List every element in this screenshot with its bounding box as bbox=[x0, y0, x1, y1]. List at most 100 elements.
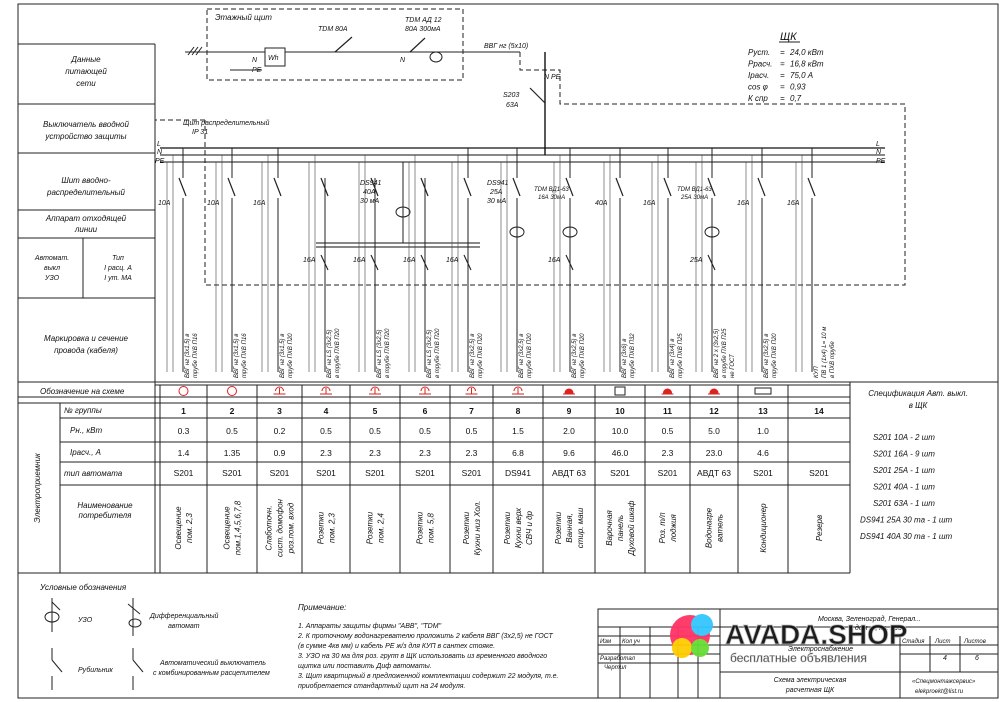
group-breaker-type: S201 bbox=[270, 468, 290, 478]
group-number: 7 bbox=[469, 406, 474, 416]
note-line: 3. УЗО на 30 ма для роз. групп в ЩК испо… bbox=[298, 652, 547, 660]
breaker-contact bbox=[807, 177, 816, 197]
main-switch-label: TDM 80A bbox=[318, 26, 348, 33]
consumer-name: Розетки bbox=[317, 511, 326, 544]
param-value: 16,8 кВт bbox=[790, 60, 824, 69]
sub-breaker-rating: 16A bbox=[403, 257, 416, 264]
group-power: 0.5 bbox=[320, 426, 332, 436]
group-number: 2 bbox=[230, 406, 235, 416]
cable-label: ВВГ нг (3х2,5) в bbox=[470, 334, 476, 378]
stamp-drawing-2: расчетная ЩК bbox=[785, 687, 835, 694]
cable-label: трубе ПХВ П20 bbox=[527, 333, 533, 378]
legend-auto-2: с комбинированным расцепителем bbox=[153, 669, 270, 677]
input-switch-header-2: устройство защиты bbox=[44, 132, 126, 141]
group-breaker-type: S201 bbox=[610, 468, 630, 478]
breaker-in-2: 63А bbox=[506, 102, 519, 109]
breaker-contact bbox=[707, 177, 716, 197]
tdm-25-1: TDM ВД1-63 bbox=[677, 187, 712, 193]
spec-item: S201 16A - 9 шт bbox=[873, 450, 935, 459]
spec-item: DS941 25A 30 ma - 1 шт bbox=[860, 516, 953, 525]
group-power: 5.0 bbox=[708, 426, 720, 436]
group-current: 2.3 bbox=[369, 448, 381, 458]
group-current: 2.3 bbox=[419, 448, 431, 458]
group-number: 14 bbox=[814, 406, 824, 416]
designation-header: Обозначение на схеме bbox=[40, 387, 125, 396]
sub-breaker-contact bbox=[707, 254, 716, 271]
auto-left-1: Автомат. bbox=[34, 255, 69, 262]
group-power: 1.0 bbox=[757, 426, 769, 436]
tdm-63-1: TDM ВД1-63 bbox=[534, 187, 569, 193]
group-breaker-type: S201 bbox=[222, 468, 242, 478]
stamp-stage: Стадия bbox=[902, 639, 925, 645]
auto-right-2: I расц. А bbox=[104, 265, 132, 272]
rcd-icon bbox=[704, 226, 720, 238]
group-power: 0.3 bbox=[178, 426, 190, 436]
group-number: 9 bbox=[567, 406, 572, 416]
shield-label-1: Щит распределительный bbox=[183, 119, 269, 127]
group-breaker-type: АВДТ 63 bbox=[697, 468, 731, 478]
note-line: 3. Щит квартирный в предложенной комплек… bbox=[298, 672, 559, 680]
cable-label: трубе ПХВ П20 bbox=[580, 333, 586, 378]
shield-header-2: распределительный bbox=[46, 188, 126, 197]
group-number: 12 bbox=[709, 406, 719, 416]
group-power: 0.5 bbox=[466, 426, 478, 436]
group-number: 10 bbox=[615, 406, 625, 416]
svg-text:N: N bbox=[400, 57, 406, 64]
row-current-label: Iрасч., А bbox=[70, 448, 101, 457]
rcd-main-2: 80А 300мА bbox=[405, 26, 441, 33]
group-current: 2.3 bbox=[466, 448, 478, 458]
bus-n-left: N bbox=[157, 149, 163, 156]
ds941-25-1: DS941 bbox=[487, 180, 509, 187]
rcd-icon bbox=[562, 226, 578, 238]
bus-pe-left: PE bbox=[155, 158, 165, 165]
group-current: 23.0 bbox=[706, 448, 723, 458]
cable-label: трубе ПХВ П32 bbox=[630, 333, 636, 378]
electro-vertical-label: Электроприемник bbox=[33, 452, 42, 523]
legend-uzo: УЗО bbox=[77, 617, 93, 624]
group-current: 6.8 bbox=[512, 448, 524, 458]
param-name: Iрасч. bbox=[748, 71, 769, 80]
cable-label: ВВГ нг LS (3х2,5) bbox=[427, 329, 433, 378]
stamp-address-1: Москва, Зеленоград, Генерал... bbox=[818, 615, 921, 623]
sub-breaker-rating: 16A bbox=[303, 257, 316, 264]
group-breaker-type: S201 bbox=[415, 468, 435, 478]
group-breaker-type: DS941 bbox=[505, 468, 531, 478]
group-number: 5 bbox=[373, 406, 378, 416]
consumer-name: Кухни верх bbox=[514, 507, 523, 548]
row-power-label: Рн., кВт bbox=[70, 426, 103, 435]
cable-label: в трубе ПХВ П25 bbox=[722, 328, 728, 378]
cable-label: в трубе ПХВ П20 bbox=[385, 328, 391, 378]
consumer-name: Кухни низ Хол. bbox=[473, 501, 482, 556]
auto-right-3: I ут. МА bbox=[104, 275, 132, 282]
legend-diff-1: Дифференциальный bbox=[149, 612, 218, 620]
shield-header-1: Шит вводно- bbox=[61, 176, 111, 185]
uzo-symbol-icon bbox=[44, 611, 60, 623]
consumer-name: Розетки bbox=[366, 511, 375, 544]
group-current: 1.35 bbox=[224, 448, 241, 458]
cable-label: ВВГ нг (3х2,5) в bbox=[519, 334, 525, 378]
legend-diff-2: автомат bbox=[168, 623, 200, 630]
consumer-name: Резерв bbox=[815, 515, 824, 541]
lamp-symbol-icon bbox=[227, 386, 237, 396]
consumer-name: роз.пом. вход bbox=[287, 502, 296, 554]
spec-item: S201 63A - 1 шт bbox=[873, 499, 935, 508]
legend-switch: Рубильник bbox=[78, 666, 114, 674]
group-current: 2.3 bbox=[320, 448, 332, 458]
param-eq: = bbox=[780, 94, 785, 103]
row-type-label: тип автомата bbox=[64, 469, 123, 478]
group-current: 46.0 bbox=[612, 448, 629, 458]
consumer-name: Роз. т/п bbox=[658, 512, 667, 544]
outlet-symbol-icon bbox=[419, 386, 431, 395]
sub-breaker-contact bbox=[370, 254, 379, 271]
group-breaker-type: S201 bbox=[753, 468, 773, 478]
group-power: 0.5 bbox=[662, 426, 674, 436]
breaker-rating: 40A bbox=[595, 200, 608, 207]
spec-item: DS941 40A 30 ma - 1 шт bbox=[860, 532, 953, 541]
ds941-40-1: DS941 bbox=[360, 180, 382, 187]
meter-box bbox=[264, 47, 286, 67]
sub-breaker-rating: 16A bbox=[548, 257, 561, 264]
consumer-name: Освещение bbox=[223, 506, 232, 550]
